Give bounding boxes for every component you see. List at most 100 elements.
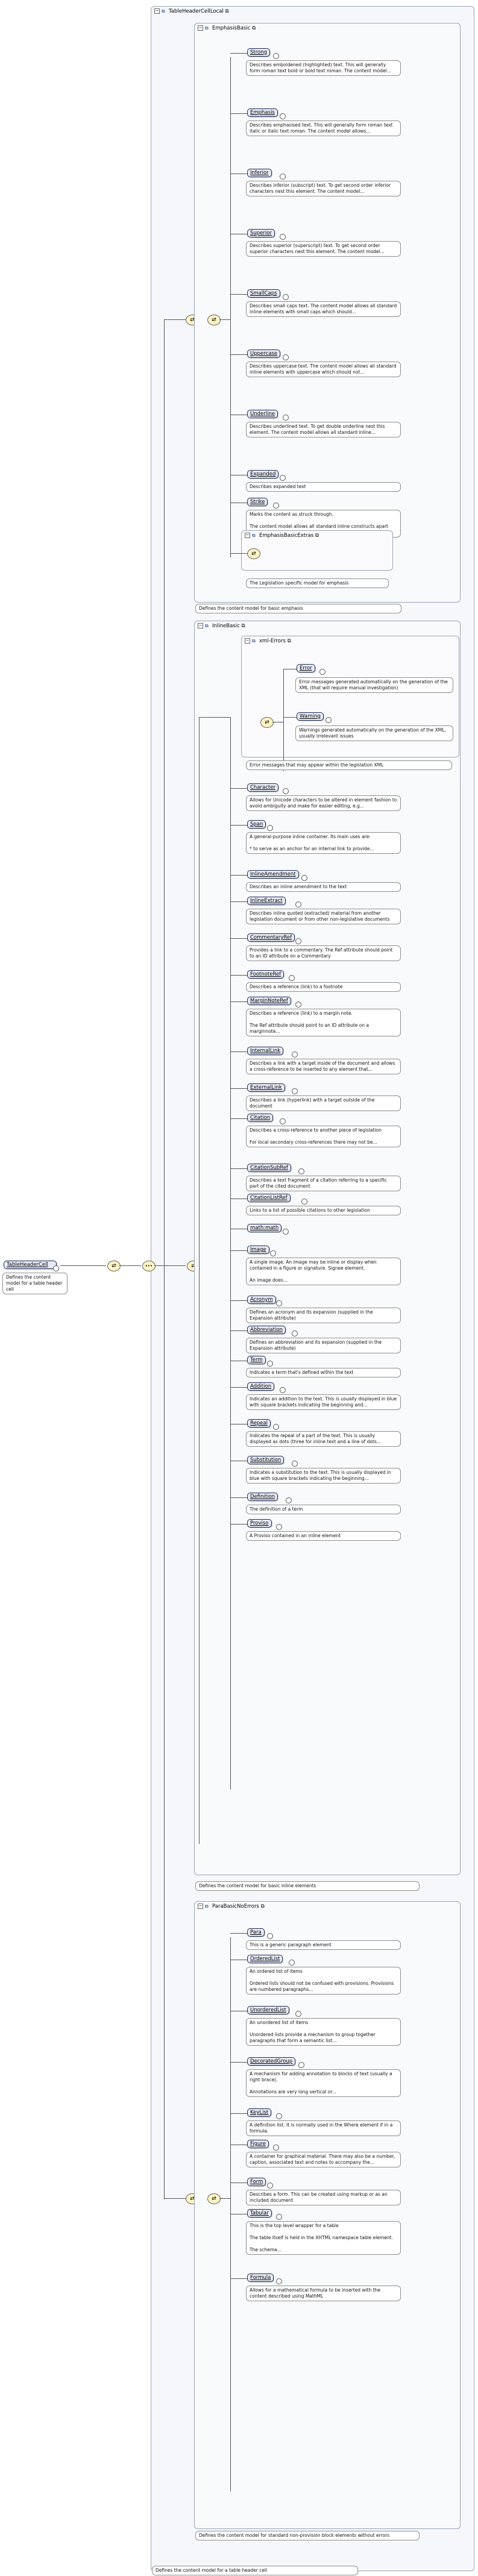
emphasis-element-uppercase-expand-icon[interactable] — [282, 354, 289, 360]
inline-element-math-math-expand-icon[interactable] — [282, 1229, 289, 1235]
inline-element-acronym[interactable]: Acronym — [247, 1296, 276, 1304]
inline-element-term-expand-icon[interactable] — [266, 1361, 273, 1367]
inline-element-image-expand-icon[interactable] — [270, 1250, 276, 1256]
inline-element-span-expand-icon[interactable] — [266, 825, 273, 831]
emphasis-element-inferior[interactable]: Inferior — [247, 169, 272, 177]
para-element-unorderedlist-expand-icon[interactable] — [295, 2011, 301, 2017]
inline-element-proviso-expand-icon[interactable] — [276, 1524, 283, 1530]
para-element-keylist-expand-icon[interactable] — [276, 2113, 283, 2119]
para-element-orderedlist[interactable]: OrderedList — [247, 1955, 283, 1963]
inline-element-internallink[interactable]: InternalLink — [247, 1047, 284, 1055]
emphasis-element-strike-expand-icon[interactable] — [273, 503, 280, 509]
group-para-basic-no-errors-title[interactable]: −⧉ParaBasicNoErrors ⧉ — [198, 1904, 265, 1910]
inline-element-externallink[interactable]: ExternalLink — [247, 1083, 285, 1092]
inline-element-commentaryref[interactable]: CommentaryRef — [247, 933, 295, 942]
group-emphasis-basic-extras-title[interactable]: −⧉EmphasisBasicExtras ⧉ — [245, 533, 319, 539]
inline-element-math-math[interactable]: math:math — [247, 1224, 282, 1232]
inline-element-proviso[interactable]: Proviso — [247, 1519, 272, 1528]
emphasis-element-uppercase[interactable]: Uppercase — [247, 349, 281, 358]
para-element-figure-expand-icon[interactable] — [273, 2145, 280, 2151]
inline-element-citationsubref[interactable]: CitationSubRef — [247, 1164, 292, 1172]
para-element-keylist[interactable]: KeyList — [247, 2108, 272, 2117]
inline-element-externallink-expand-icon[interactable] — [292, 1088, 298, 1094]
errors-element-warning-expand-icon[interactable] — [325, 717, 332, 723]
collapse-icon[interactable]: − — [198, 623, 203, 628]
inline-element-definition-expand-icon[interactable] — [286, 1497, 292, 1503]
inline-element-inlineextract-expand-icon[interactable] — [295, 901, 301, 907]
inline-element-image[interactable]: Image — [247, 1246, 269, 1254]
external-link-icon[interactable]: ⧉ — [250, 25, 256, 31]
emphasis-element-strong-expand-icon[interactable] — [273, 53, 280, 59]
inline-element-inlineamendment-expand-icon[interactable] — [301, 875, 307, 881]
external-link-icon[interactable]: ⧉ — [259, 1904, 265, 1910]
inline-element-citation-expand-icon[interactable] — [279, 1118, 286, 1124]
root-element-table-header-cell[interactable]: TableHeaderCell — [4, 1261, 57, 1269]
inline-element-character[interactable]: Character — [247, 783, 278, 792]
para-element-para[interactable]: Para — [247, 1928, 265, 1937]
para-element-decoratedgroup[interactable]: DecoratedGroup — [247, 2057, 296, 2066]
inline-element-marginnoteref-expand-icon[interactable] — [295, 1001, 301, 1008]
collapse-icon[interactable]: − — [245, 533, 250, 538]
inline-element-abbreviation[interactable]: Abbreviation — [247, 1326, 286, 1334]
inline-element-span[interactable]: Span — [247, 820, 266, 829]
inline-element-citationsubref-expand-icon[interactable] — [298, 1168, 304, 1174]
inline-element-inlineextract[interactable]: InlineExtract — [247, 897, 286, 905]
emphasis-element-superior-expand-icon[interactable] — [279, 234, 286, 240]
inline-element-character-expand-icon[interactable] — [282, 788, 289, 794]
group-inline-basic-title[interactable]: −⧉InlineBasic ⧉ — [198, 623, 245, 629]
errors-element-error[interactable]: Error — [297, 664, 315, 672]
inline-element-addition-expand-icon[interactable] — [279, 1387, 286, 1393]
para-element-para-expand-icon[interactable] — [266, 1933, 273, 1939]
para-element-orderedlist-expand-icon[interactable] — [289, 1960, 295, 1966]
inline-element-citationlistref[interactable]: CitationListRef — [247, 1194, 291, 1202]
emphasis-element-expanded-expand-icon[interactable] — [279, 475, 286, 481]
para-element-tabular-expand-icon[interactable] — [276, 2214, 283, 2220]
inline-element-inlineamendment[interactable]: InlineAmendment — [247, 870, 299, 879]
inline-element-commentaryref-expand-icon[interactable] — [295, 938, 301, 944]
collapse-icon[interactable]: − — [198, 25, 203, 31]
inline-element-addition[interactable]: Addition — [247, 1382, 275, 1391]
errors-element-error-expand-icon[interactable] — [319, 669, 325, 675]
emphasis-element-underline[interactable]: Underline — [247, 410, 278, 418]
inline-element-substitution[interactable]: Substitution — [247, 1456, 285, 1464]
inline-element-footnoteref-expand-icon[interactable] — [289, 975, 295, 981]
emphasis-element-emphasis-expand-icon[interactable] — [279, 113, 286, 119]
errors-element-warning[interactable]: Warning — [297, 712, 324, 721]
emphasis-element-strong[interactable]: Strong — [247, 48, 271, 57]
emphasis-element-emphasis[interactable]: Emphasis — [247, 108, 278, 117]
external-link-icon[interactable]: ⧉ — [223, 8, 229, 14]
emphasis-element-inferior-expand-icon[interactable] — [279, 174, 286, 180]
inline-element-abbreviation-expand-icon[interactable] — [292, 1330, 298, 1337]
para-element-formula[interactable]: Formula — [247, 2274, 274, 2282]
inline-element-substitution-expand-icon[interactable] — [292, 1461, 298, 1467]
root-element-table-header-cell-expand-icon[interactable] — [53, 1265, 59, 1271]
collapse-icon[interactable]: − — [198, 1904, 203, 1909]
emphasis-element-smallcaps[interactable]: SmallCaps — [247, 289, 280, 298]
inline-element-citation[interactable]: Citation — [247, 1114, 274, 1122]
para-element-form-expand-icon[interactable] — [266, 2183, 273, 2189]
emphasis-element-superior[interactable]: Superior — [247, 229, 275, 237]
emphasis-element-strike[interactable]: Strike — [247, 498, 268, 506]
para-element-decoratedgroup-expand-icon[interactable] — [298, 2062, 304, 2068]
para-element-formula-expand-icon[interactable] — [276, 2278, 283, 2284]
inline-element-citationlistref-expand-icon[interactable] — [301, 1199, 307, 1205]
inline-element-repeal-expand-icon[interactable] — [273, 1424, 280, 1430]
external-link-icon[interactable]: ⧉ — [313, 533, 319, 539]
emphasis-element-underline-expand-icon[interactable] — [282, 415, 289, 421]
inline-element-definition[interactable]: Definition — [247, 1493, 278, 1501]
inline-element-marginnoteref[interactable]: MarginNoteRef — [247, 997, 291, 1005]
emphasis-element-smallcaps-expand-icon[interactable] — [282, 294, 289, 300]
group-table-header-cell-local-title[interactable]: −⧉TableHeaderCellLocal ⧉ — [154, 8, 229, 14]
inline-element-repeal[interactable]: Repeal — [247, 1419, 271, 1427]
external-link-icon[interactable]: ⧉ — [239, 623, 245, 629]
para-element-form[interactable]: Form — [247, 2178, 266, 2186]
collapse-icon[interactable]: − — [154, 8, 160, 14]
inline-element-term[interactable]: Term — [247, 1356, 266, 1364]
inline-element-acronym-expand-icon[interactable] — [276, 1300, 283, 1306]
para-element-unorderedlist[interactable]: UnorderedList — [247, 2006, 289, 2014]
inline-element-internallink-expand-icon[interactable] — [292, 1051, 298, 1058]
para-element-tabular[interactable]: Tabular — [247, 2209, 272, 2217]
collapse-icon[interactable]: − — [245, 638, 250, 644]
para-element-figure[interactable]: Figure — [247, 2140, 269, 2148]
emphasis-element-expanded[interactable]: Expanded — [247, 470, 279, 478]
